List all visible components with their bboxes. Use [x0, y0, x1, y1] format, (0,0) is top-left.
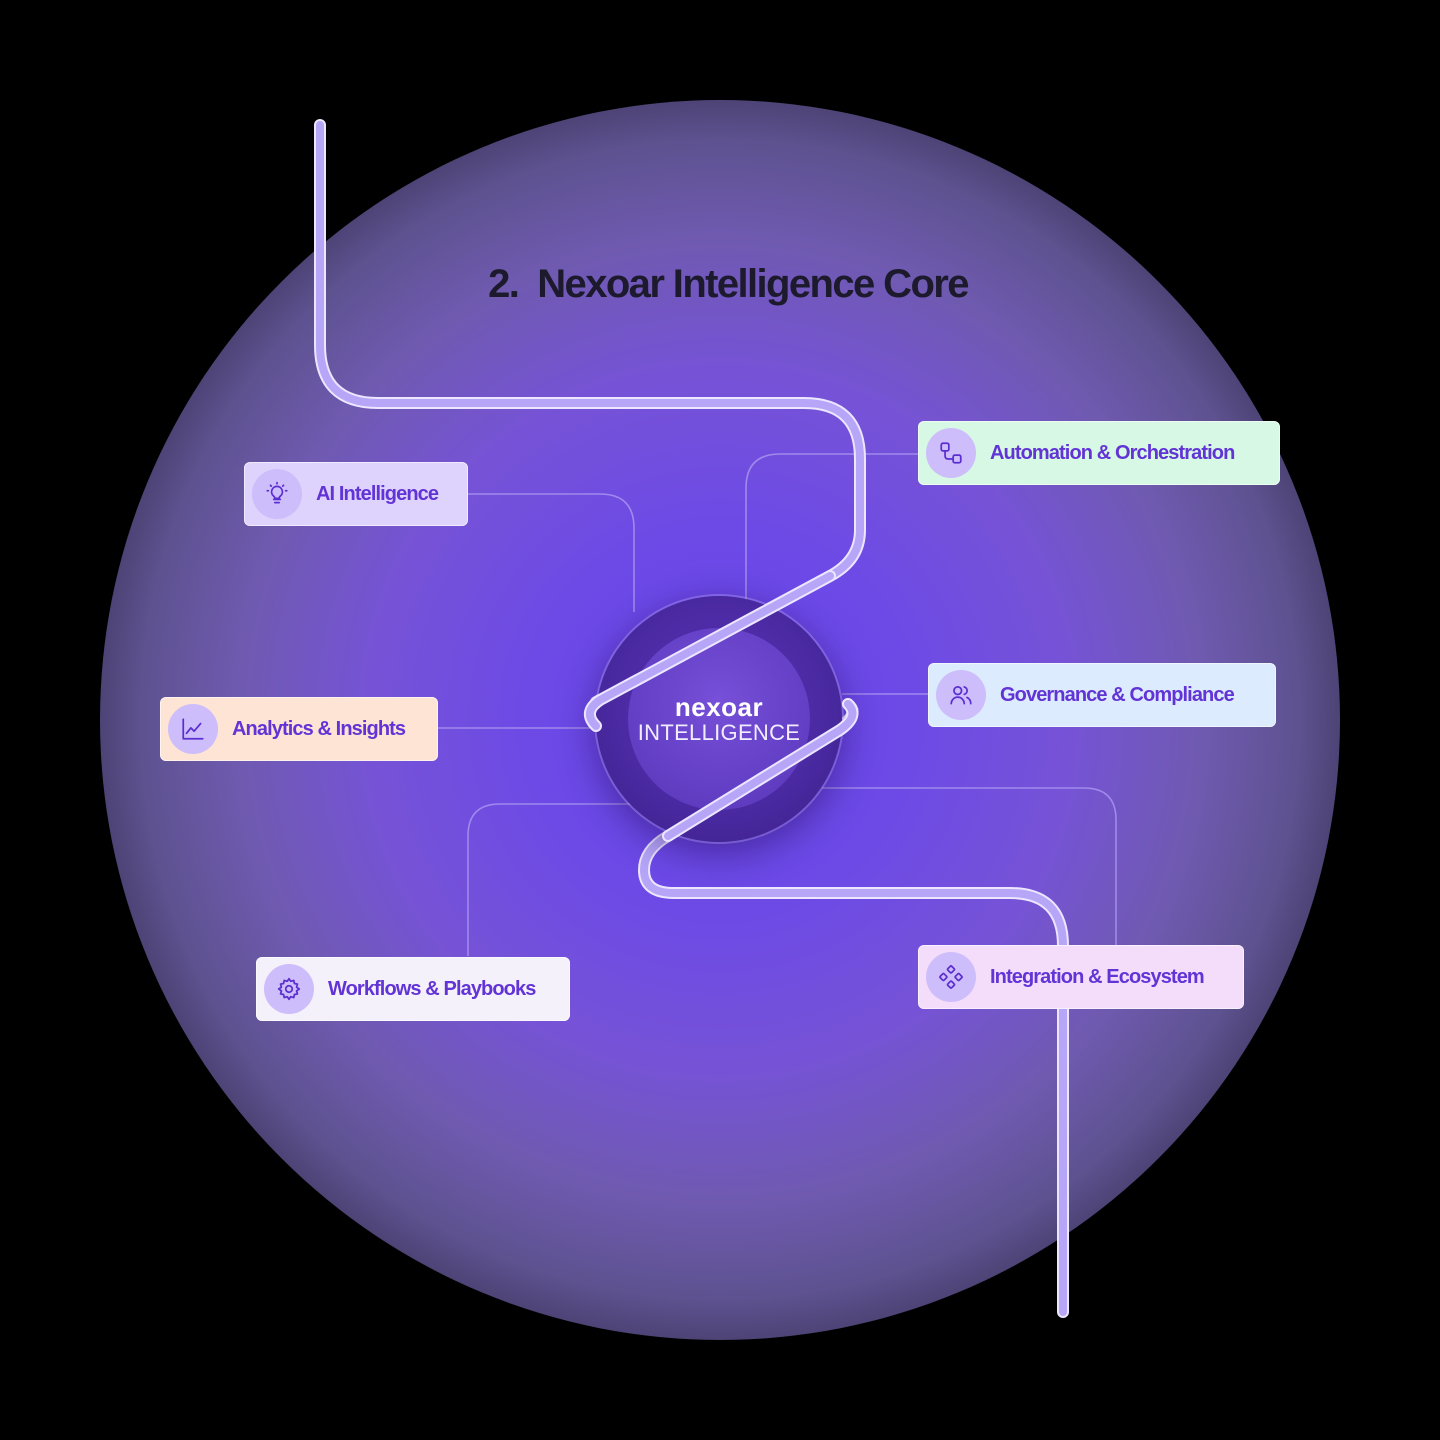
module-card-integration-ecosystem[interactable]: Integration & Ecosystem — [918, 945, 1244, 1009]
lightbulb-icon — [252, 469, 302, 519]
module-card-workflows-playbooks[interactable]: Workflows & Playbooks — [256, 957, 570, 1021]
module-card-automation-orchestration[interactable]: Automation & Orchestration — [918, 421, 1280, 485]
core-subtitle: INTELLIGENCE — [637, 720, 801, 745]
module-label: Automation & Orchestration — [990, 441, 1235, 464]
core-inner-disc — [628, 628, 810, 810]
gear-icon — [264, 964, 314, 1014]
module-label: Workflows & Playbooks — [328, 977, 536, 1000]
connector-automation — [745, 453, 920, 604]
module-card-analytics-insights[interactable]: Analytics & Insights — [160, 697, 438, 761]
page-title: 2. Nexoar Intelligence Core — [0, 262, 1440, 307]
flow-nodes-icon — [926, 428, 976, 478]
module-card-governance-compliance[interactable]: Governance & Compliance — [928, 663, 1276, 727]
title-number: 2. — [488, 262, 520, 306]
module-label: Integration & Ecosystem — [990, 965, 1205, 988]
users-icon — [936, 670, 986, 720]
module-label: Governance & Compliance — [1000, 683, 1235, 706]
connector-workflows — [467, 803, 630, 956]
core-name: nexoar — [674, 692, 764, 722]
module-label: AI Intelligence — [316, 482, 439, 505]
line-chart-icon — [168, 704, 218, 754]
connector-integration — [822, 787, 1117, 946]
grid-nodes-icon — [926, 952, 976, 1002]
connector-ai — [466, 493, 635, 612]
module-label: Analytics & Insights — [232, 717, 406, 740]
module-card-ai-intelligence[interactable]: AI Intelligence — [244, 462, 468, 526]
title-text: Nexoar Intelligence Core — [537, 262, 969, 306]
